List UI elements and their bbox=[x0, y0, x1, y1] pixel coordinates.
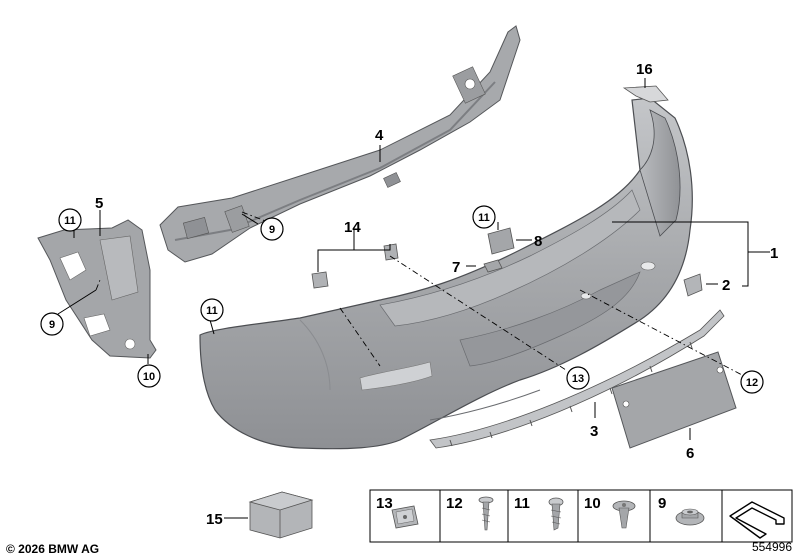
legend-item-tool bbox=[729, 501, 785, 539]
circled-callout-9-b: 9 bbox=[40, 312, 64, 336]
legend-item-12: 12 bbox=[446, 495, 494, 531]
expanding-rivet-icon bbox=[612, 500, 636, 529]
copyright-notice: © 2026 BMW AG bbox=[6, 542, 100, 556]
svg-text:9: 9 bbox=[49, 319, 55, 331]
circled-callouts: 11 11 11 9 9 10 13 12 bbox=[40, 205, 764, 394]
svg-text:13: 13 bbox=[572, 373, 584, 385]
circled-callout-11-c: 11 bbox=[200, 298, 224, 322]
callout-3: 3 bbox=[590, 423, 598, 440]
svg-text:11: 11 bbox=[206, 305, 218, 317]
tool-arrow-icon bbox=[729, 501, 785, 539]
repair-kit-box bbox=[248, 491, 314, 539]
svg-text:12: 12 bbox=[746, 377, 758, 389]
legend-item-11: 11 bbox=[514, 495, 564, 531]
circled-callout-9-a: 9 bbox=[260, 217, 284, 241]
callout-14: 14 bbox=[344, 219, 361, 236]
callout-1: 1 bbox=[770, 245, 778, 262]
callout-6: 6 bbox=[686, 445, 694, 462]
license-plate-base bbox=[611, 351, 737, 449]
clip-nut-icon bbox=[391, 505, 419, 529]
bracket-and-seal bbox=[483, 227, 515, 273]
circled-callout-11-b: 11 bbox=[472, 205, 496, 229]
callout-7: 7 bbox=[452, 259, 460, 276]
callout-4: 4 bbox=[375, 127, 384, 144]
tow-hook-cover bbox=[683, 273, 703, 297]
circled-callout-13: 13 bbox=[566, 366, 590, 390]
screw-icon bbox=[478, 496, 494, 531]
legend-item-10: 10 bbox=[584, 495, 636, 529]
bumper-clips bbox=[311, 243, 399, 289]
callout-2: 2 bbox=[722, 277, 730, 294]
legend-number-11: 11 bbox=[514, 495, 530, 512]
circled-callout-11-a: 11 bbox=[58, 208, 82, 232]
callout-16: 16 bbox=[636, 61, 653, 78]
diagram-number: 554996 bbox=[751, 540, 792, 554]
svg-text:11: 11 bbox=[64, 215, 76, 227]
svg-text:10: 10 bbox=[143, 371, 155, 383]
fastener-legend: 13 12 11 10 bbox=[369, 489, 793, 543]
legend-number-10: 10 bbox=[584, 495, 601, 512]
circled-callout-12: 12 bbox=[740, 370, 764, 394]
callout-5: 5 bbox=[95, 195, 103, 212]
legend-number-12: 12 bbox=[446, 495, 463, 512]
bumper-support-rail bbox=[159, 25, 521, 263]
callout-8: 8 bbox=[534, 233, 542, 250]
leader-lines bbox=[57, 78, 770, 519]
svg-text:11: 11 bbox=[478, 212, 490, 224]
callout-labels: 1 2 3 4 5 6 7 8 14 15 16 bbox=[95, 61, 778, 528]
reflector-strip bbox=[622, 85, 669, 103]
legend-item-13: 13 bbox=[376, 495, 419, 529]
screw-icon bbox=[548, 497, 564, 531]
nut-icon bbox=[675, 508, 705, 526]
side-bracket bbox=[37, 219, 157, 359]
callout-15: 15 bbox=[206, 511, 223, 528]
circled-callout-10: 10 bbox=[137, 364, 161, 388]
legend-item-9: 9 bbox=[658, 495, 705, 526]
svg-text:9: 9 bbox=[269, 224, 275, 236]
dash-lines bbox=[95, 211, 745, 377]
bumper-trim-strip bbox=[429, 309, 725, 449]
legend-number-13: 13 bbox=[376, 495, 393, 512]
legend-number-9: 9 bbox=[658, 495, 666, 512]
